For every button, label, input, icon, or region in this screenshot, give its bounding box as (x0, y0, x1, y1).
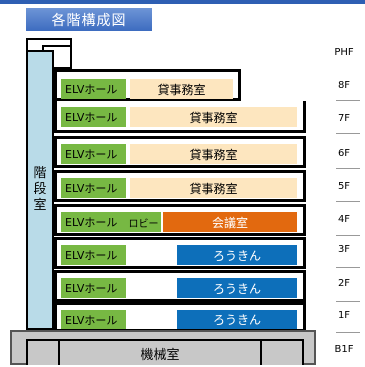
basement-divider-left (58, 341, 60, 365)
elv-hall-7f: ELVホール (61, 107, 126, 127)
floor-3f: ELVホール ろうきん (54, 237, 306, 269)
floor-label-8f: 8F (337, 80, 351, 91)
blank-space-3f (130, 245, 174, 265)
office-8f: 貸事務室 (130, 79, 233, 99)
floor-1f: ELVホール ろうきん (54, 302, 306, 332)
header-rule (0, 0, 365, 4)
elv-hall-3f: ELVホール (61, 245, 126, 265)
elv-hall-6f: ELVホール (61, 144, 126, 164)
office-6f: 貸事務室 (130, 144, 297, 164)
conference-4f: 会議室 (163, 212, 297, 232)
bank-1f: ろうきん (177, 310, 297, 329)
floor-divider-4f (336, 235, 360, 236)
bank-3f: ろうきん (177, 245, 297, 265)
blank-space-1f (130, 310, 174, 329)
basement-divider-right (260, 341, 262, 365)
floor-divider-3f (336, 267, 360, 268)
floor-label-2f: 2F (337, 278, 351, 289)
floor-label-1f: 1F (337, 310, 351, 321)
floor-label-5f: 5F (337, 181, 351, 192)
elv-hall-1f: ELVホール (61, 310, 126, 329)
floor-divider-1f (336, 332, 360, 333)
floor-divider-6f (336, 168, 360, 169)
bank-2f: ろうきん (177, 278, 297, 298)
stair-column: 階 段 室 (26, 50, 54, 330)
floor-5f: ELVホール 貸事務室 (54, 170, 306, 202)
floor-divider-8f (336, 100, 360, 101)
floor-label-phf: PHF (334, 47, 354, 58)
floor-label-4f: 4F (337, 214, 351, 225)
elv-hall-8f: ELVホール (61, 79, 126, 99)
office-7f: 貸事務室 (130, 107, 297, 127)
elv-hall-5f: ELVホール (61, 178, 126, 198)
stair-label-2: 段 (33, 182, 47, 197)
floor-7f: ELVホール 貸事務室 (54, 101, 306, 133)
floor-4f: ELVホール ロビー 会議室 (54, 204, 306, 236)
stair-label-1: 階 (33, 166, 47, 181)
floor-label-b1f: B1F (334, 344, 354, 355)
floor-label-3f: 3F (337, 244, 351, 255)
elv-hall-4f: ELVホール (61, 212, 126, 232)
elv-hall-2f: ELVホール (61, 278, 126, 298)
floor-label-7f: 7F (337, 113, 351, 124)
floor-divider-7f (336, 133, 360, 134)
office-5f: 貸事務室 (130, 178, 297, 198)
floor-6f: ELVホール 貸事務室 (54, 136, 306, 168)
stair-label-3: 室 (33, 198, 47, 213)
blank-space-2f (130, 278, 174, 298)
floor-2f: ELVホール ろうきん (54, 270, 306, 302)
machine-room-b1f: 機械室 (140, 347, 180, 363)
floor-divider-2f (336, 301, 360, 302)
floor-label-6f: 6F (337, 148, 351, 159)
floor-8f: ELVホール 貸事務室 (54, 69, 241, 101)
floor-divider-5f (336, 201, 360, 202)
diagram-title: 各階構成図 (26, 8, 152, 31)
basement-inner: 機械室 (26, 339, 304, 365)
lobby-4f: ロビー (126, 212, 161, 232)
